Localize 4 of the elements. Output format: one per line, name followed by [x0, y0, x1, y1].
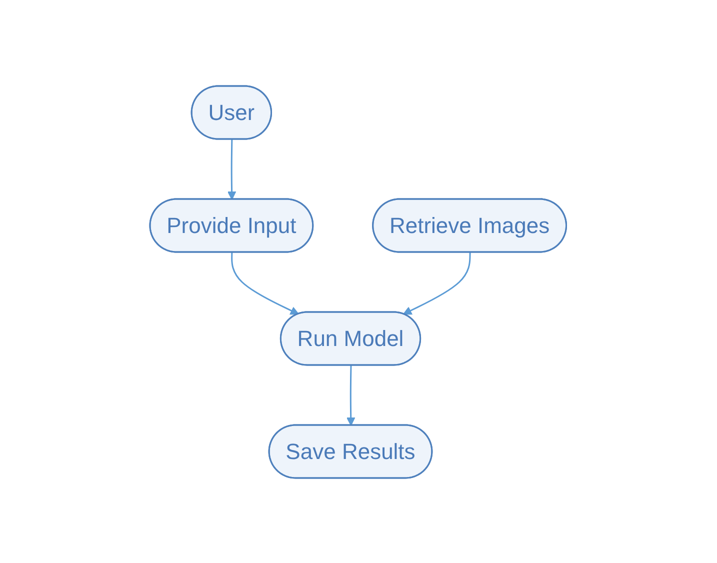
arrow — [228, 138, 237, 200]
arrow — [231, 252, 300, 314]
arrow — [403, 252, 472, 314]
arrow — [346, 364, 356, 426]
